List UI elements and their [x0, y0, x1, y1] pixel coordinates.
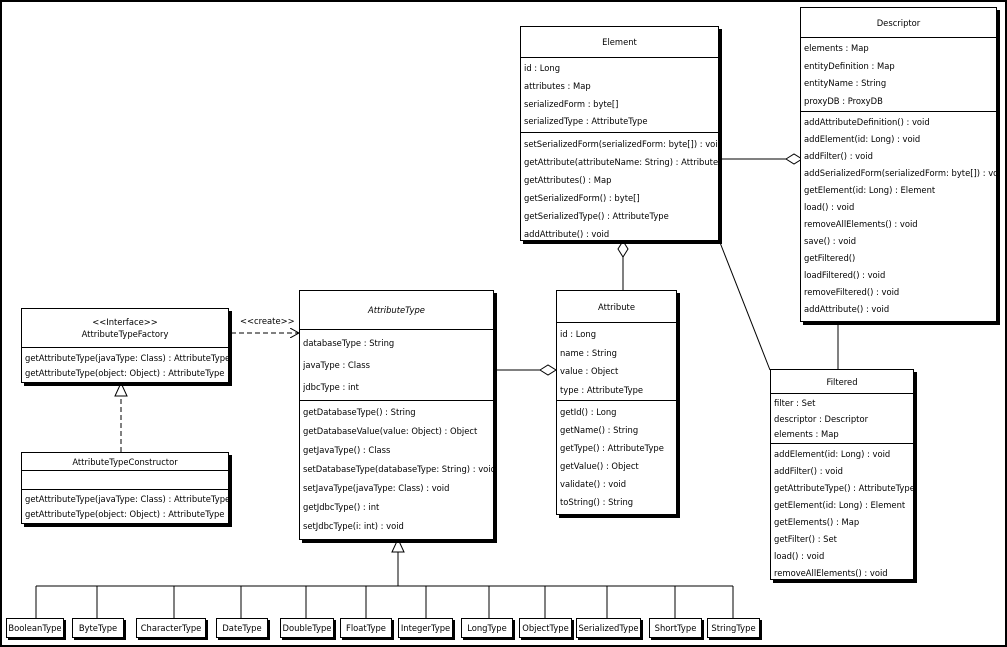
attributetypeconstructor-class[interactable]: AttributeTypeConstructor getAttributeTyp…: [21, 452, 229, 524]
subtype-longtype[interactable]: LongType: [461, 618, 513, 638]
filtered-class[interactable]: Filtered filter : Set descriptor : Descr…: [770, 369, 914, 580]
attribute-element-aggregation: [617, 240, 629, 290]
descriptor-operation: save() : void: [804, 236, 857, 246]
element-operation: getAttributes() : Map: [524, 175, 612, 185]
subtype-stringtype[interactable]: StringType: [707, 618, 760, 638]
filtered-attribute: elements : Map: [774, 429, 839, 439]
subtype-objecttype[interactable]: ObjectType: [519, 618, 572, 638]
factory-operation: getAttributeType(javaType: Class) : Attr…: [25, 353, 228, 363]
descriptor-class-name: Descriptor: [876, 17, 921, 28]
constructor-operation: getAttributeType(object: Object) : Attri…: [25, 509, 225, 519]
descriptor-operation: addAttributeDefinition() : void: [804, 117, 930, 127]
attributetype-operation: getDatabaseType() : String: [303, 407, 416, 417]
subtype-serializedtype[interactable]: SerializedType: [576, 618, 641, 638]
interface-stereotype: <<Interface>>: [92, 317, 158, 327]
descriptor-operation: addSerializedForm(serializedForm: byte[]…: [804, 168, 996, 178]
subtype-integertype[interactable]: IntegerType: [398, 618, 453, 638]
subtype-floattype[interactable]: FloatType: [340, 618, 392, 638]
attributetype-operation: getJdbcType() : int: [303, 502, 380, 512]
attributetype-attribute: jdbcType : int: [303, 382, 359, 392]
element-attribute: attributes : Map: [524, 80, 591, 91]
attribute-operation: toString() : String: [560, 497, 634, 507]
realization-arrow: [114, 381, 128, 452]
attributetype-class-name: AttributeType: [368, 305, 425, 315]
attribute-operation: getName() : String: [560, 425, 639, 435]
filtered-attribute: descriptor : Descriptor: [774, 413, 869, 424]
element-operation: getSerializedForm() : byte[]: [524, 193, 640, 203]
constructor-operation: getAttributeType(javaType: Class) : Attr…: [25, 494, 228, 504]
element-attribute: id : Long: [524, 63, 561, 73]
filtered-operation: getFilter() : Set: [774, 534, 837, 544]
attributetype-operation: getDatabaseValue(value: Object) : Object: [303, 426, 478, 436]
filtered-operation: addElement(id: Long) : void: [774, 449, 891, 459]
filtered-class-name: Filtered: [826, 376, 858, 387]
element-operation: setSerializedForm(serializedForm: byte[]…: [524, 139, 718, 149]
filtered-operation: getElement(id: Long) : Element: [774, 500, 906, 510]
subtype-shorttype[interactable]: ShortType: [649, 618, 702, 638]
descriptor-operation: loadFiltered() : void: [804, 270, 886, 280]
attributetype-operation: setJdbcType(i: int) : void: [303, 521, 404, 531]
filtered-attribute: filter : Set: [774, 398, 816, 408]
descriptor-class[interactable]: Descriptor elements : Map entityDefiniti…: [800, 7, 997, 322]
attribute-class-name: Attribute: [598, 301, 635, 312]
descriptor-operation: addElement(id: Long) : void: [804, 134, 921, 144]
descriptor-operation: getFiltered(): [804, 253, 856, 263]
element-class[interactable]: Element id : Long attributes : Map seria…: [520, 26, 719, 241]
attribute-attribute: type : AttributeType: [560, 384, 644, 395]
descriptor-operation: removeAllElements() : void: [804, 219, 918, 229]
descriptor-operation: addFilter() : void: [804, 151, 873, 161]
subtype-charactertype[interactable]: CharacterType: [136, 618, 206, 638]
attributetype-attribute: javaType : Class: [303, 360, 370, 370]
attribute-attribute: id : Long: [560, 329, 597, 339]
factory-operation: getAttributeType(object: Object) : Attri…: [25, 368, 225, 378]
element-operation: getSerializedType() : AttributeType: [524, 211, 669, 221]
element-attribute: serializedForm : byte[]: [524, 98, 619, 109]
attribute-attribute: value : Object: [560, 366, 619, 376]
attributetype-operation: setDatabaseType(databaseType: String) : …: [303, 464, 493, 474]
attribute-operation: validate() : void: [560, 479, 627, 489]
attributetype-class[interactable]: AttributeType databaseType : String java…: [299, 290, 494, 540]
filtered-operation: addFilter() : void: [774, 466, 843, 476]
create-dependency-label: <<create>>: [240, 316, 295, 326]
descriptor-attribute: entityDefinition : Map: [804, 60, 895, 71]
filtered-operation: load() : void: [774, 551, 825, 561]
element-descriptor-aggregation: [719, 153, 803, 165]
subtype-booleantype[interactable]: BooleanType: [6, 618, 64, 638]
descriptor-operation: getElement(id: Long) : Element: [804, 185, 936, 195]
attribute-operation: getId() : Long: [560, 407, 617, 417]
descriptor-operation: load() : void: [804, 202, 855, 212]
attributetypeconstructor-name: AttributeTypeConstructor: [72, 456, 178, 467]
element-class-name: Element: [602, 37, 637, 47]
descriptor-attribute: elements : Map: [804, 43, 869, 53]
descriptor-operation: addAttribute() : void: [804, 304, 890, 314]
filtered-operation: getElements() : Map: [774, 517, 860, 527]
subtype-doubletype[interactable]: DoubleType: [280, 618, 334, 638]
descriptor-operation: removeFiltered() : void: [804, 287, 900, 297]
descriptor-attribute: entityName : String: [804, 78, 887, 88]
attributetype-attribute-aggregation: [494, 364, 557, 376]
attributetype-operation: setJavaType(javaType: Class) : void: [303, 483, 450, 493]
element-filtered-association: [718, 239, 771, 371]
attributetypefactory-name: AttributeTypeFactory: [81, 329, 169, 339]
attributetypefactory-interface[interactable]: <<Interface>> AttributeTypeFactory getAt…: [21, 308, 229, 383]
subtype-datetype[interactable]: DateType: [216, 618, 268, 638]
descriptor-attribute: proxyDB : ProxyDB: [804, 95, 883, 106]
attribute-attribute: name : String: [560, 347, 617, 358]
element-operation: addAttribute() : void: [524, 229, 610, 239]
subtype-bytetype[interactable]: ByteType: [72, 618, 124, 638]
attributetype-attribute: databaseType : String: [303, 338, 395, 348]
attribute-operation: getValue() : Object: [560, 461, 639, 471]
element-attribute: serializedType : AttributeType: [524, 116, 648, 127]
attributetype-operation: getJavaType() : Class: [303, 445, 391, 455]
generalization-tree: [35, 537, 734, 618]
filtered-operation: getAttributeType() : AttributeType: [774, 483, 913, 493]
filtered-operation: removeAllElements() : void: [774, 568, 888, 578]
element-operation: getAttribute(attributeName: String) : At…: [524, 157, 718, 167]
attribute-class[interactable]: Attribute id : Long name : String value …: [556, 290, 677, 515]
attribute-operation: getType() : AttributeType: [560, 443, 664, 453]
